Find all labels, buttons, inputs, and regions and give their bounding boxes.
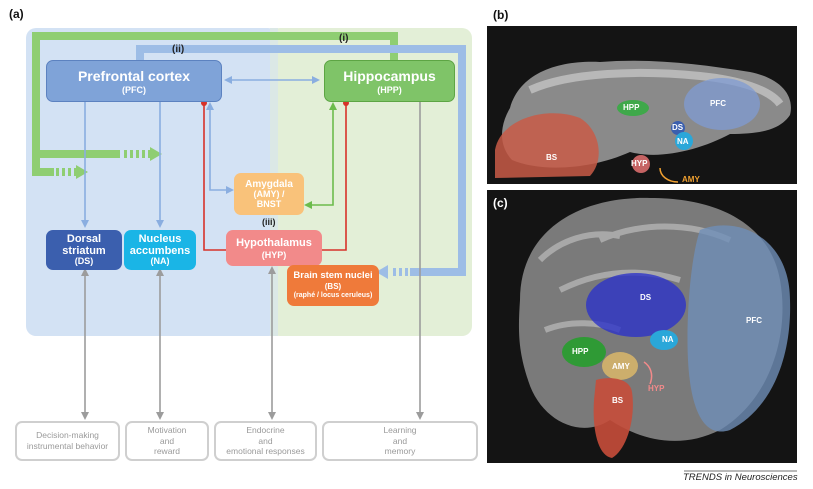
rat-label-amy: AMY — [682, 175, 700, 184]
human-label-pfc: PFC — [746, 316, 762, 325]
ds-line2: striatum — [62, 245, 106, 258]
human-label-hyp: HYP — [648, 384, 665, 393]
bs-abbr: (BS) — [324, 282, 342, 292]
human-amy-region — [602, 352, 638, 380]
human-cortex-gyri — [537, 223, 732, 333]
rat-cortex-band — [528, 68, 784, 107]
endocrine-line2: and — [258, 435, 273, 446]
na-node: Nucleus accumbens (NA) — [124, 230, 196, 270]
route-i-stub-head — [76, 165, 88, 179]
motivation-output: Motivation and reward — [125, 421, 209, 461]
na-line2: accumbens — [129, 245, 191, 258]
panel-c-label: (c) — [493, 196, 508, 210]
hyp-node: Hypothalamus (HYP) — [226, 230, 322, 266]
hpp-title: Hippocampus — [343, 67, 436, 84]
hyp-abbr: (HYP) — [261, 249, 287, 260]
human-pfc-region — [687, 225, 791, 432]
rat-label-pfc: PFC — [710, 99, 726, 108]
hpp-amy-arrow — [304, 102, 337, 209]
ds-line1: Dorsal — [66, 232, 102, 245]
learning-line1: Learning — [383, 425, 417, 436]
human-hpp-region — [562, 337, 606, 367]
bs-sub: (raphé / locus ceruleus) — [293, 291, 373, 299]
hyp-title: Hypothalamus — [236, 236, 312, 249]
human-label-ds: DS — [640, 293, 652, 302]
rat-label-bs: BS — [546, 153, 558, 162]
amy-node: Amygdala (AMY) / BNST — [234, 173, 304, 215]
human-label-amy: AMY — [612, 362, 630, 371]
route-iii-label: (iii) — [262, 217, 276, 227]
rat-hyp-region — [632, 155, 650, 173]
pfc-node: Prefrontal cortex (PFC) — [46, 60, 222, 102]
ds-node: Dorsal striatum (DS) — [46, 230, 122, 270]
route-i-stub — [32, 154, 54, 176]
route-i-label: (i) — [339, 33, 349, 44]
learning-output: Learning and memory — [322, 421, 478, 461]
human-bs-region — [593, 378, 633, 458]
rat-ds-region — [671, 121, 685, 135]
bs-title: Brain stem nuclei — [293, 270, 373, 282]
rat-amy-pointer — [659, 167, 679, 183]
decision-line2: instrumental behavior — [26, 441, 109, 451]
panel-b-label: (b) — [493, 8, 509, 22]
motivation-line3: reward — [154, 446, 180, 457]
amy-line2: (AMY) / — [253, 188, 285, 199]
motivation-line2: and — [159, 435, 175, 446]
rat-hpp-region — [617, 100, 649, 116]
rat-label-hpp: HPP — [623, 103, 640, 112]
learning-line2: and — [392, 435, 408, 446]
human-label-hpp: HPP — [572, 347, 589, 356]
hpp-node: Hippocampus (HPP) — [324, 60, 455, 102]
human-na-region — [650, 330, 678, 350]
endocrine-output: Endocrine and emotional responses — [214, 421, 317, 461]
rat-label-hyp: HYP — [631, 159, 648, 168]
learning-line3: memory — [384, 446, 416, 457]
route-i-head — [150, 147, 162, 161]
pfc-amy-arrow — [206, 102, 234, 194]
route-ii-path — [136, 45, 466, 276]
na-abbr: (NA) — [150, 256, 170, 267]
rat-label-ds: DS — [672, 123, 684, 132]
pfc-title: Prefrontal cortex — [77, 67, 191, 84]
journal-credit: TRENDS in Neurosciences — [683, 472, 798, 483]
human-hyp-pointer — [643, 361, 653, 385]
endocrine-line1: Endocrine — [246, 425, 285, 436]
hpp-abbr: (HPP) — [377, 84, 402, 95]
rat-label-na: NA — [677, 137, 689, 146]
human-label-bs: BS — [612, 396, 624, 405]
pfc-abbr: (PFC) — [122, 84, 146, 95]
rat-na-region — [675, 132, 693, 150]
hpp-hyp-inhibit — [320, 103, 347, 251]
human-ds-region — [586, 273, 686, 337]
motivation-line1: Motivation — [147, 425, 187, 436]
ds-abbr: (DS) — [74, 256, 94, 267]
amy-line1: Amygdala — [245, 178, 293, 190]
route-ii-label: (ii) — [172, 44, 185, 55]
human-label-na: NA — [662, 335, 674, 344]
decision-output: Decision-making instrumental behavior — [15, 421, 120, 461]
amy-line3: BNST — [256, 198, 282, 209]
pfc-hyp-inhibit — [203, 103, 228, 251]
decision-line1: Decision-making — [36, 430, 99, 441]
rat-pfc-region — [684, 78, 760, 130]
route-ii-head — [376, 265, 388, 279]
bs-node: Brain stem nuclei (BS) (raphé / locus ce… — [287, 265, 379, 306]
endocrine-line3: emotional responses — [226, 446, 305, 457]
panel-a-label: (a) — [9, 7, 24, 21]
na-line1: Nucleus — [138, 232, 182, 245]
rat-bs-region — [495, 113, 599, 178]
